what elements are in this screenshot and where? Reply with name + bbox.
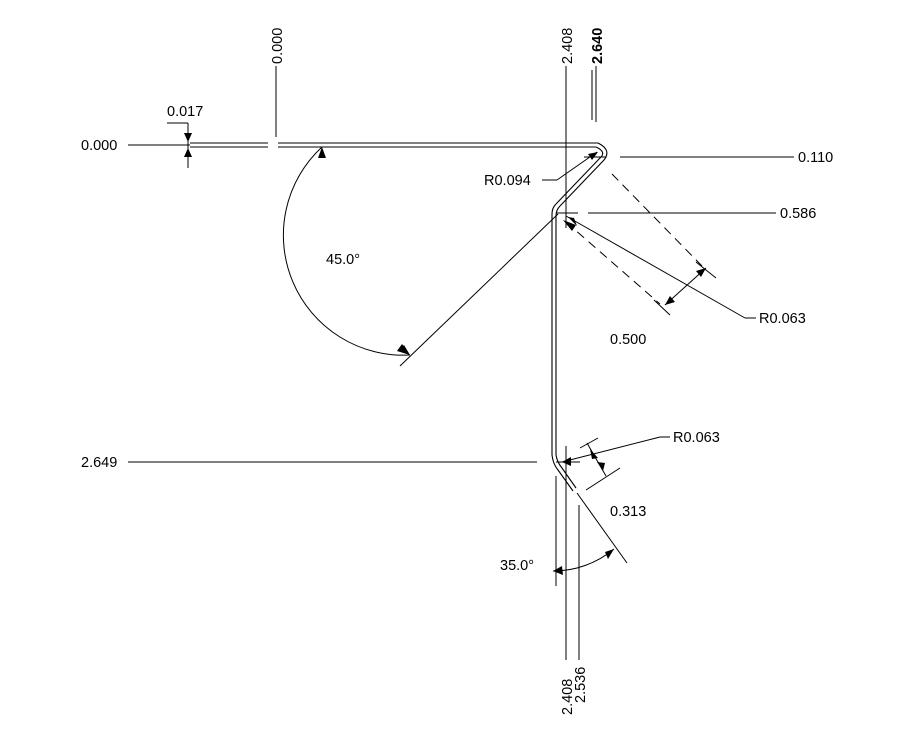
- inner-offset-label: 2.408: [560, 28, 576, 64]
- angle-bottom-label: 35.0°: [500, 558, 534, 574]
- flange-length-label: 0.500: [610, 332, 646, 348]
- outer-offset-label: 2.640: [590, 28, 606, 64]
- radius-mid-label: R0.063: [759, 311, 806, 327]
- depth-label: 2.649: [81, 455, 117, 471]
- dimension-lines: [128, 66, 794, 660]
- radius-bottom-label: R0.063: [673, 430, 720, 446]
- bottom-outer-label: 2.536: [573, 667, 589, 703]
- thickness-label: 0.017: [167, 104, 203, 120]
- bend-drop-label: 0.586: [780, 206, 816, 222]
- angle-top-label: 45.0°: [326, 252, 360, 268]
- arrowheads: [184, 133, 706, 575]
- part-profile: [190, 142, 608, 492]
- radius-top-label: R0.094: [484, 173, 531, 189]
- origin-x-label: 0.000: [270, 28, 286, 64]
- lip-length-label: 0.313: [610, 504, 646, 520]
- top-drop-label: 0.110: [798, 150, 833, 166]
- origin-y-label: 0.000: [81, 138, 117, 154]
- bottom-inner-label: 2.408: [560, 679, 576, 715]
